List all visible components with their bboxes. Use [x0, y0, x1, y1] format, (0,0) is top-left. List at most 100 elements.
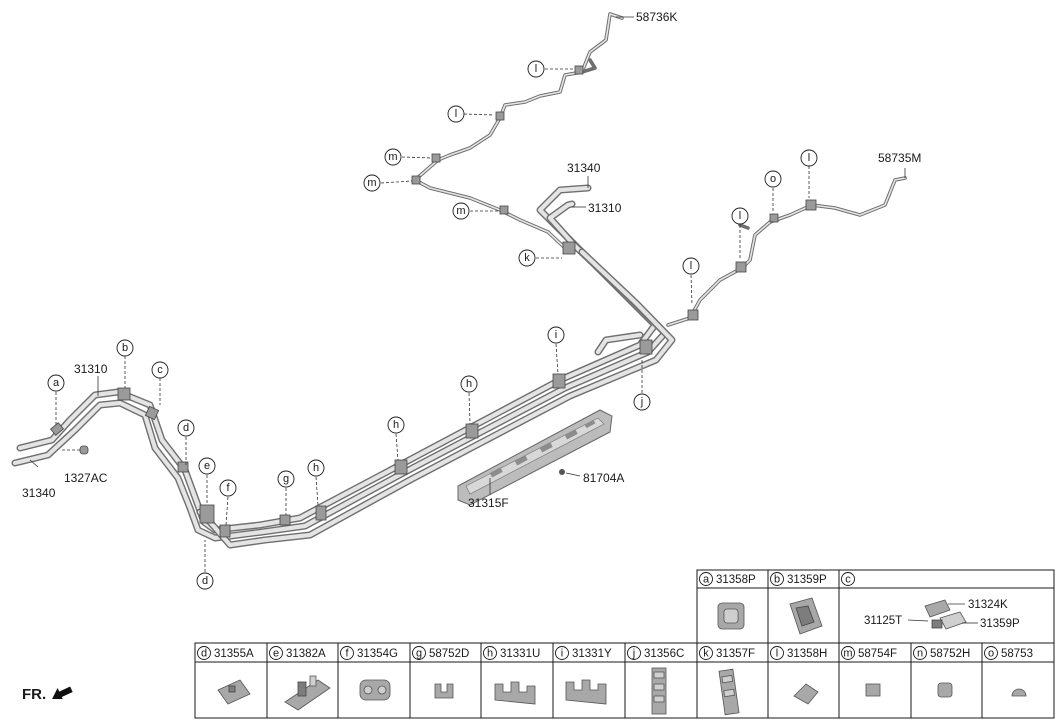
- front-orientation-indicator: FR.: [22, 686, 74, 703]
- svg-text:l: l: [455, 108, 457, 120]
- legend-header-d: d 31355A: [197, 646, 254, 660]
- legend-header-c: c: [841, 572, 855, 586]
- legend-letter-circle: [197, 646, 211, 660]
- part-label-31310-top: 31310: [588, 201, 622, 215]
- part-label-31324K: 31324K: [968, 599, 1008, 611]
- legend-letter-circle: [984, 646, 998, 660]
- part-sketch-31357F: [718, 668, 740, 716]
- svg-text:a: a: [53, 377, 60, 389]
- callout-m-2: m: [363, 174, 381, 192]
- legend-letter-circle: [770, 572, 784, 586]
- main-fuel-pipe-bundle: [11, 184, 676, 549]
- svg-text:l: l: [690, 260, 692, 272]
- part-label-58735M: 58735M: [878, 151, 921, 165]
- legend-part-code: 31357F: [716, 648, 755, 660]
- callout-i: i: [547, 326, 565, 344]
- legend-letter-circle: [841, 572, 855, 586]
- callout-h-3: h: [460, 375, 478, 393]
- front-label: FR.: [22, 686, 47, 703]
- callout-m-1: m: [384, 148, 402, 166]
- legend-header-n: n 58752H: [913, 646, 970, 660]
- svg-text:d: d: [183, 422, 189, 434]
- part-label-31359P-c: 31359P: [980, 618, 1020, 630]
- legend-letter: o: [988, 648, 994, 660]
- legend-letter-circle: [770, 646, 784, 660]
- part-label-58736K: 58736K: [636, 10, 677, 24]
- vapor-lines: [413, 12, 907, 327]
- legend-letter: m: [843, 648, 852, 660]
- callout-l-5: l: [800, 149, 818, 167]
- legend-letter-circle: [913, 646, 927, 660]
- legend-letter-circle: [699, 572, 713, 586]
- legend-letter: c: [845, 574, 851, 586]
- legend-letter: i: [561, 648, 563, 660]
- fuel-line-protector-panel: [457, 409, 613, 506]
- callout-d-upper: d: [177, 419, 195, 437]
- svg-text:j: j: [640, 396, 643, 408]
- svg-text:h: h: [466, 378, 472, 390]
- legend-letter: d: [201, 648, 207, 660]
- legend-letter: l: [776, 648, 778, 660]
- legend-part-code: 31331Y: [572, 648, 612, 660]
- callout-h-2: h: [387, 416, 405, 434]
- part-sketch-31355A: [217, 679, 251, 705]
- svg-text:g: g: [283, 473, 289, 485]
- legend-part-code: 31358P: [716, 574, 756, 586]
- svg-text:l: l: [535, 63, 537, 75]
- legend-letter-circle: [340, 646, 354, 660]
- legend-letter-circle: [412, 646, 426, 660]
- legend-part-code: 58753: [1001, 648, 1033, 660]
- callout-l-2: l: [447, 105, 465, 123]
- part-sketch-31331U: [494, 681, 536, 705]
- part-sketch-31331Y: [565, 679, 607, 705]
- legend-letter-circle: [699, 646, 713, 660]
- callout-d-lower: d: [196, 572, 214, 590]
- part-label-31310-left: 31310: [74, 362, 108, 376]
- part-label-1327AC: 1327AC: [64, 471, 108, 485]
- callout-e: e: [198, 457, 216, 475]
- part-sketch-31359P: [789, 597, 823, 635]
- part-label-31125T: 31125T: [864, 615, 902, 627]
- legend-part-code: 31355A: [214, 648, 254, 660]
- svg-text:m: m: [456, 205, 465, 217]
- legend-header-o: o 58753: [984, 646, 1033, 660]
- legend-part-code: 31354G: [357, 648, 398, 660]
- callout-b: b: [116, 339, 134, 357]
- legend-letter: a: [703, 574, 710, 586]
- callout-o: o: [764, 170, 782, 188]
- legend-part-code: 58752H: [930, 648, 970, 660]
- svg-text:b: b: [122, 342, 128, 354]
- part-label-81704A: 81704A: [583, 471, 624, 485]
- legend-letter-circle: [841, 646, 855, 660]
- legend-letter-circle: [627, 646, 641, 660]
- legend-part-code: 58754F: [858, 648, 897, 660]
- svg-text:m: m: [388, 151, 397, 163]
- callout-c: c: [151, 361, 169, 379]
- callout-l-3: l: [682, 257, 700, 275]
- legend-cell-c-parts: 31324K 31125T 31359P: [864, 599, 1020, 630]
- legend-letter-circle: [555, 646, 569, 660]
- part-sketch-58752D: [434, 683, 454, 699]
- legend-part-code: 31331U: [500, 648, 540, 660]
- part-sketch-31358H: [793, 683, 819, 705]
- callout-l-4: l: [731, 207, 749, 225]
- part-sketch-58754F: [865, 683, 881, 697]
- svg-text:f: f: [226, 482, 230, 494]
- legend-part-code: 31359P: [787, 574, 827, 586]
- svg-text:c: c: [157, 364, 163, 376]
- svg-text:o: o: [770, 173, 776, 185]
- legend-letter-circle: [269, 646, 283, 660]
- legend-letter: n: [917, 648, 923, 660]
- legend-header-a: a 31358P: [699, 572, 756, 586]
- callout-j: j: [633, 393, 651, 411]
- callout-a: a: [47, 374, 65, 392]
- svg-text:m: m: [367, 177, 376, 189]
- legend-letter: j: [632, 648, 635, 660]
